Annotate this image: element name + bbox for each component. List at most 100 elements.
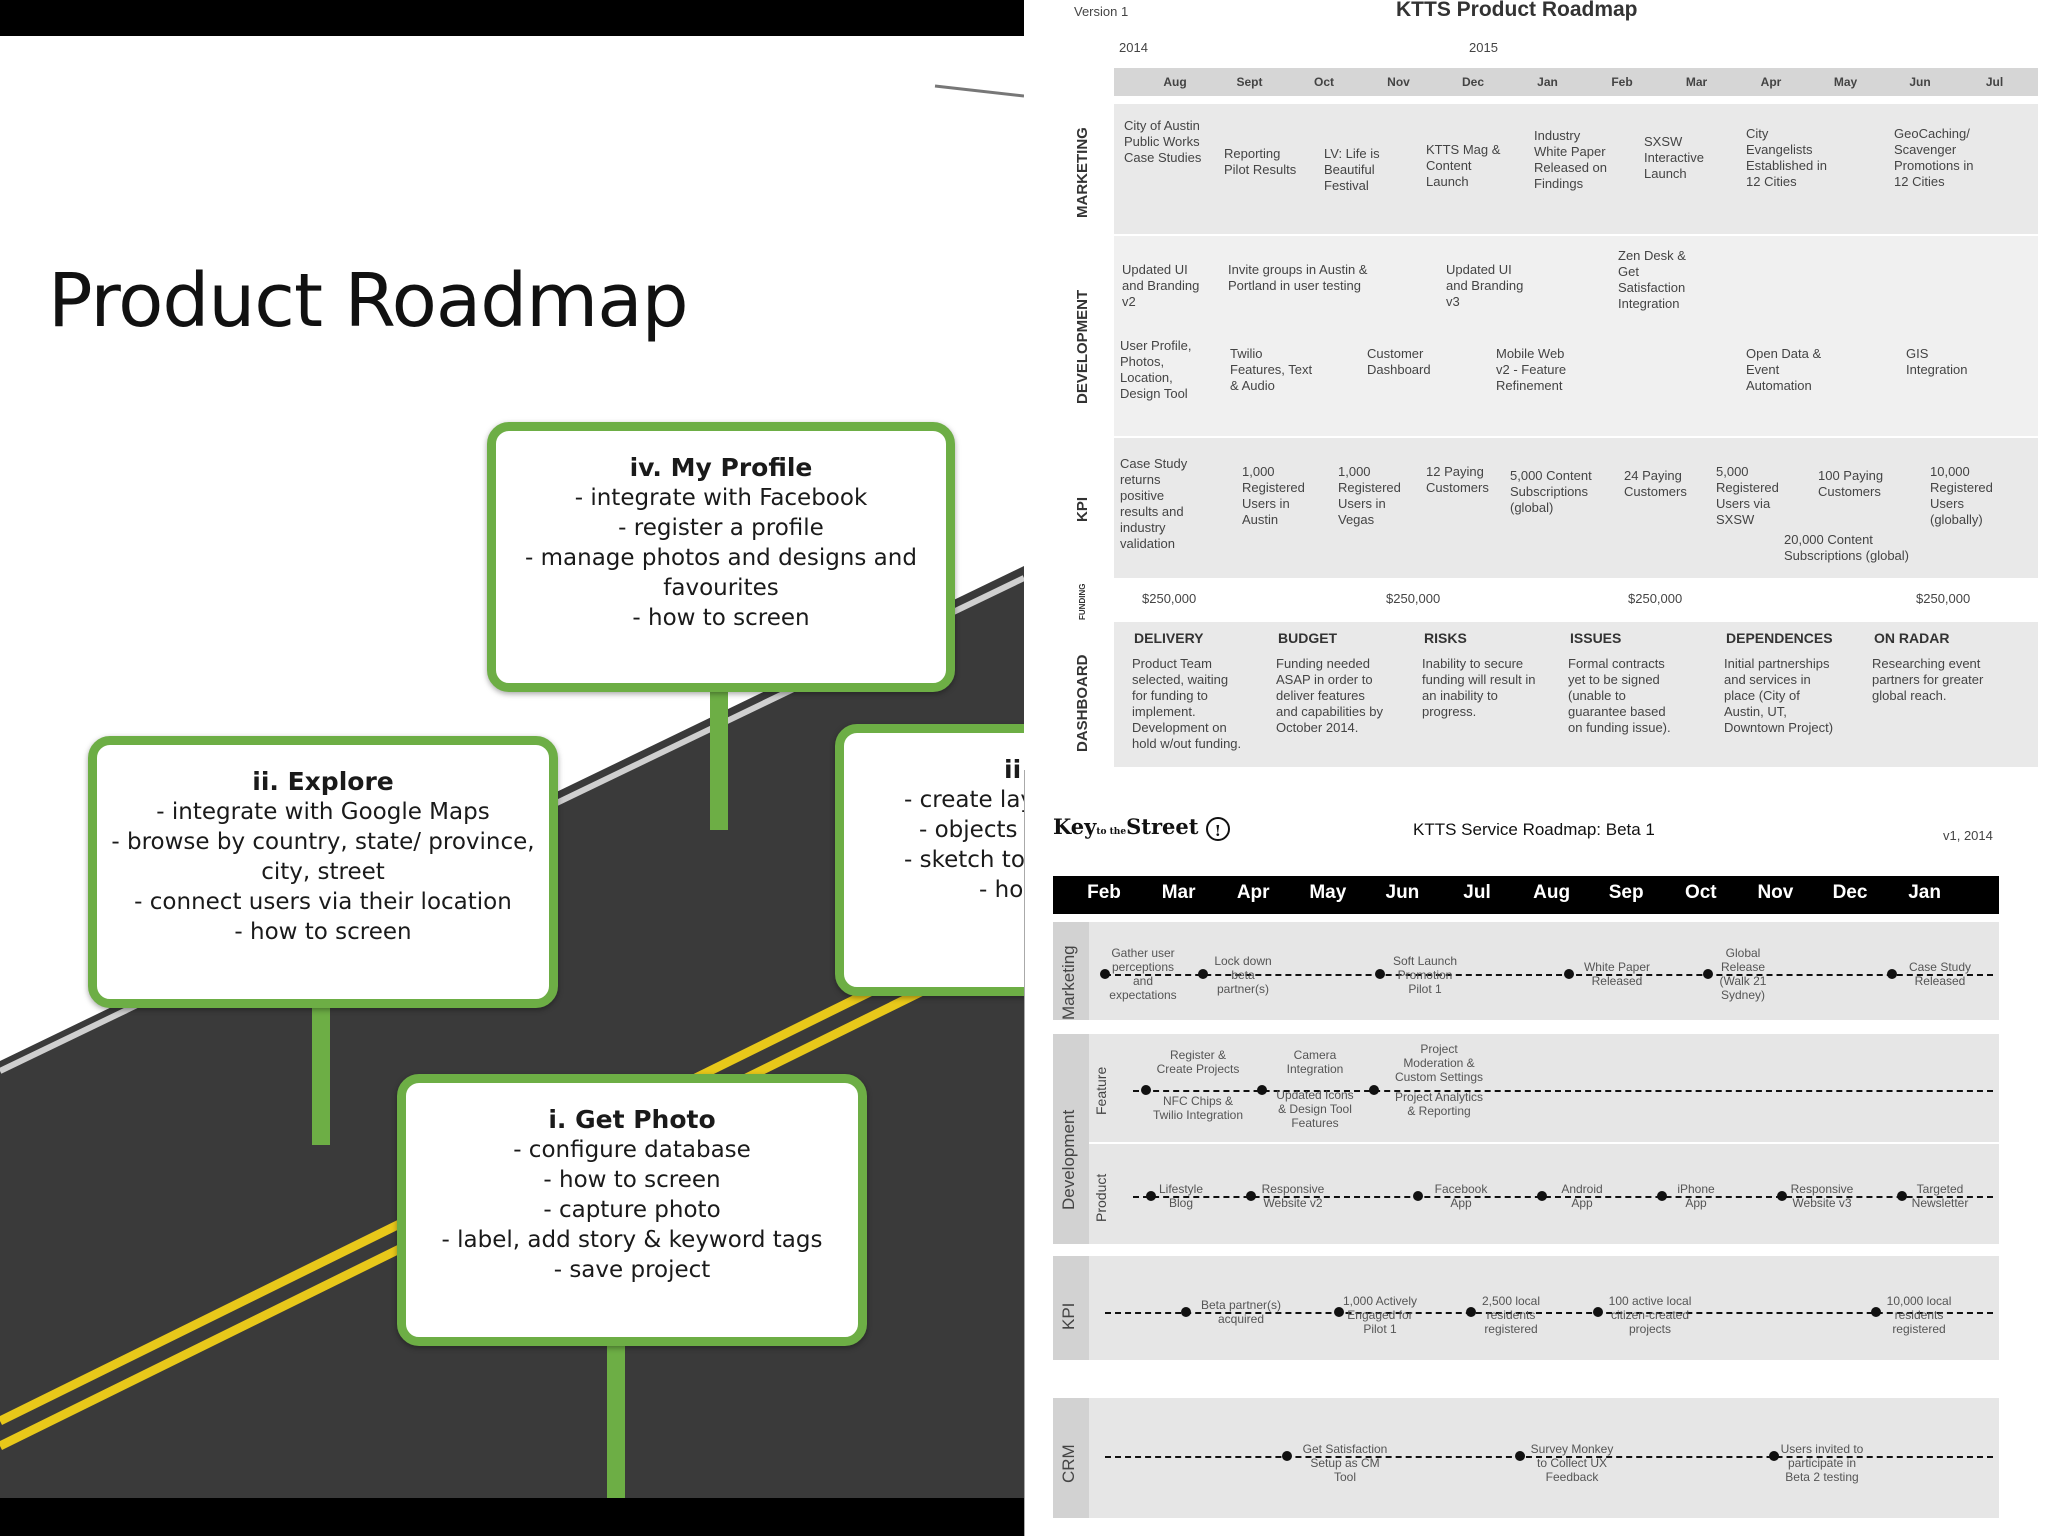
- milestone-dot: [1413, 1191, 1423, 1201]
- timeline-dashes: [1105, 1312, 1993, 1314]
- month-bar: [1053, 876, 1999, 914]
- sign-line: - objects t: [919, 817, 1024, 843]
- milestone-dot: [1871, 1307, 1881, 1317]
- product-band: [1053, 1144, 1999, 1244]
- milestone-dot: [1181, 1307, 1191, 1317]
- timeline-dashes: [1133, 1196, 1993, 1198]
- sign-line: - how to screen: [234, 919, 412, 945]
- month-feb: Feb: [1611, 75, 1633, 89]
- month-apr: Apr: [1760, 75, 1782, 89]
- milestone-dot: [1198, 969, 1208, 979]
- sign-explore: ii. Explore - integrate with Google Maps…: [88, 736, 558, 1008]
- slide-title: Product Roadmap: [48, 258, 689, 344]
- funding-amount: $250,000: [1142, 591, 1197, 606]
- sign-design-partial: ii - create lay - objects t - sketch too…: [835, 724, 1024, 996]
- milestone-dot: [1246, 1191, 1256, 1201]
- milestone-dot: [1564, 969, 1574, 979]
- sign-line: favourites: [663, 575, 779, 601]
- month-aug: Aug: [1163, 75, 1187, 89]
- month-oct: Oct: [1313, 75, 1334, 89]
- milestone-dot: [1282, 1451, 1292, 1461]
- funding-amount: $250,000: [1628, 591, 1683, 606]
- road-asphalt: [0, 566, 1024, 1498]
- year-2014: 2014: [1119, 40, 1148, 55]
- milestone-dot: [1369, 1085, 1379, 1095]
- development-band: [1114, 236, 2038, 436]
- milestone-dot: [1334, 1307, 1344, 1317]
- month-feb: Feb: [1087, 882, 1121, 903]
- sign-line: - connect users via their location: [134, 889, 512, 915]
- month-apr: Apr: [1236, 882, 1270, 903]
- dashboard-heading: DEPENDENCES: [1726, 630, 1833, 646]
- sign-line: - how to screen: [632, 605, 810, 631]
- month-mar: Mar: [1685, 75, 1708, 89]
- milestone-dot: [1375, 969, 1385, 979]
- marketing-side: [1053, 922, 1089, 1020]
- crm-band: [1053, 1398, 1999, 1518]
- month-may: May: [1309, 882, 1347, 903]
- month-aug: Aug: [1533, 882, 1571, 903]
- sign-line: - create lay: [904, 787, 1024, 813]
- sign-post-photo: [607, 1330, 625, 1500]
- month-dec: Dec: [1832, 882, 1868, 903]
- sign-line: city, street: [261, 859, 385, 885]
- month-mar: Mar: [1161, 882, 1196, 903]
- month-jan: Jan: [1537, 75, 1558, 89]
- month-nov: Nov: [1757, 882, 1794, 903]
- development-item: Invite groups in Austin &Portland in use…: [1228, 262, 1368, 293]
- row-label-feature: Feature: [1093, 1066, 1109, 1115]
- row-label-marketing: Marketing: [1059, 945, 1078, 1020]
- month-may: May: [1833, 75, 1858, 89]
- milestone-dot: [1100, 969, 1110, 979]
- logo-to-the: to the: [1096, 827, 1127, 837]
- kpi-item: Beta partner(s)acquired: [1200, 1298, 1282, 1326]
- row-label-crm: CRM: [1059, 1444, 1078, 1483]
- sign-line: - how to screen: [543, 1167, 721, 1193]
- sign-get-photo: i. Get Photo - configure database - how …: [397, 1074, 867, 1346]
- milestone-dot: [1257, 1085, 1267, 1095]
- service-roadmap-version: v1, 2014: [1943, 828, 1993, 843]
- milestone-dot: [1703, 969, 1713, 979]
- milestone-dot: [1141, 1085, 1151, 1095]
- milestone-dot: [1515, 1451, 1525, 1461]
- sign-heading: iv. My Profile: [629, 453, 813, 482]
- month-jul: Jul: [1985, 75, 2004, 89]
- timeline-dashes: [1133, 1090, 1993, 1092]
- kpi-band: [1053, 1256, 1999, 1360]
- milestone-dot: [1887, 969, 1897, 979]
- milestone-dot: [1466, 1307, 1476, 1317]
- road-horizon-stroke: [934, 84, 1024, 98]
- month-sep: Sep: [1608, 882, 1644, 903]
- logo-street: Street: [1126, 814, 1199, 839]
- sign-heading: ii: [1004, 755, 1022, 784]
- version-label: Version 1: [1074, 4, 1129, 19]
- month-header: [1114, 68, 2038, 96]
